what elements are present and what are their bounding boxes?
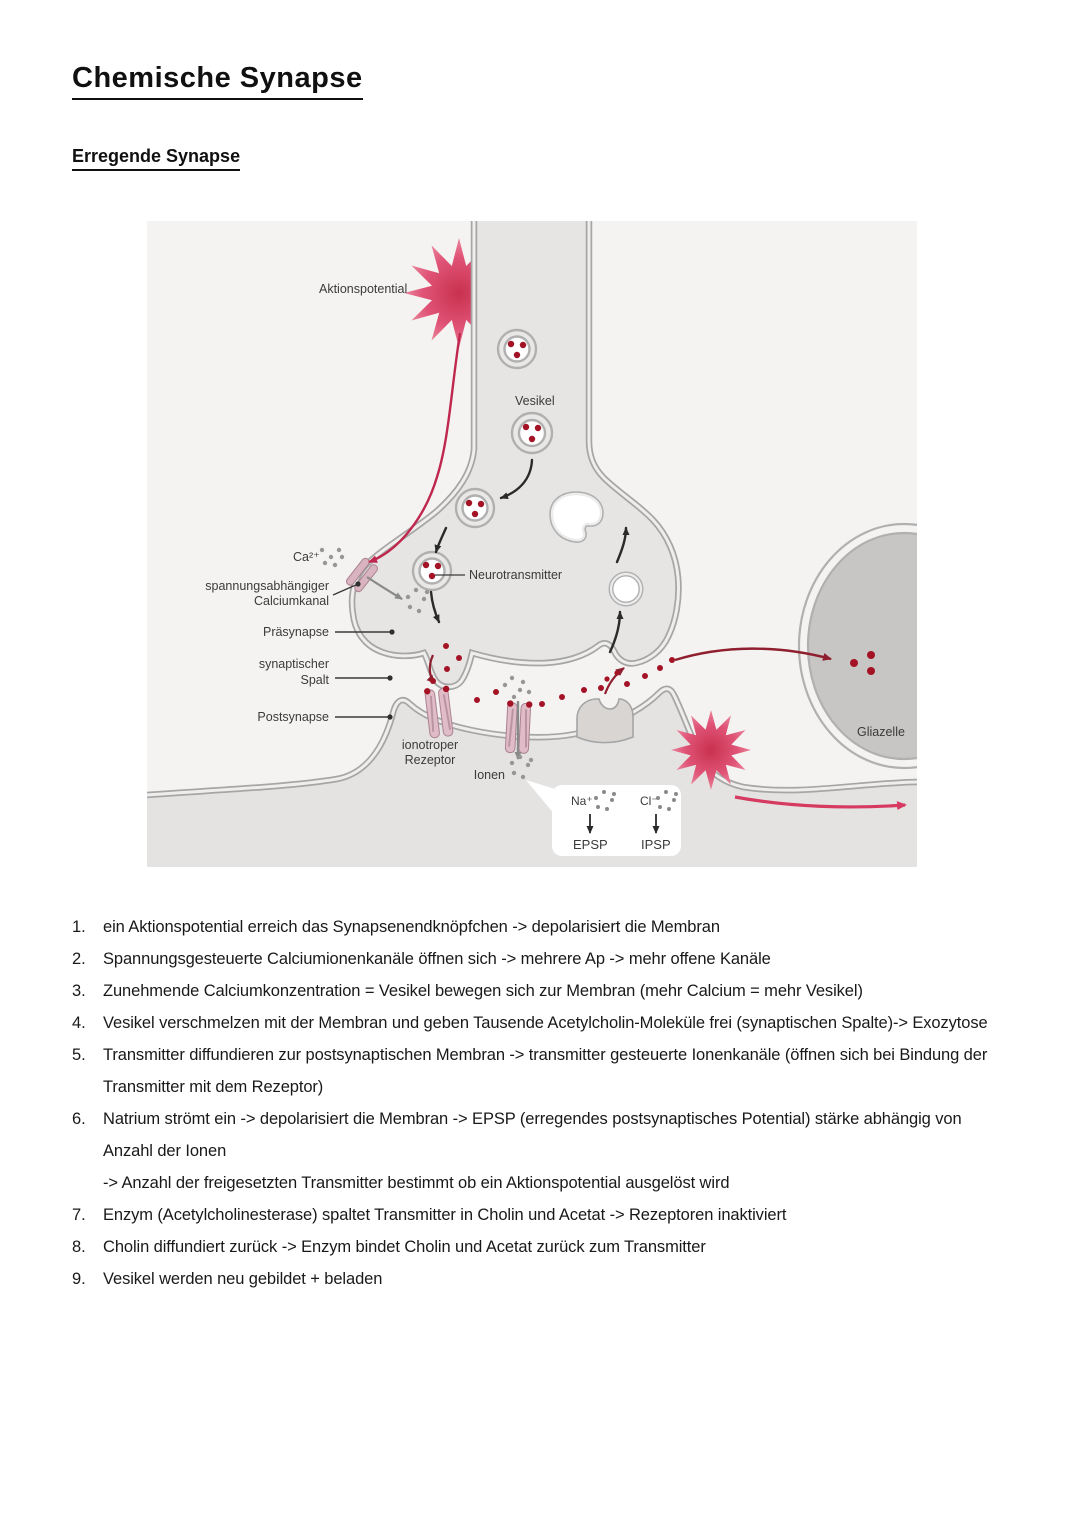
note-number: 2.	[72, 950, 86, 968]
aktionspotential-label: Aktionspotential	[319, 282, 407, 296]
note-number: 8.	[72, 1238, 86, 1256]
synapse-diagram: Na⁺ Cl⁻ EPSP IPSP Aktionspotential Vesik…	[147, 221, 917, 867]
calciumkanal-label-line2: Calciumkanal	[254, 594, 329, 608]
vesicle-cycle-arrows	[429, 458, 630, 654]
empty-vesicle-round	[608, 571, 644, 607]
epsp-label: EPSP	[573, 837, 608, 852]
note-text: Enzym (Acetylcholinesterase) spaltet Tra…	[103, 1206, 787, 1224]
note-item: 8. Cholin diffundiert zurück -> Enzym bin…	[72, 1231, 1050, 1263]
ionen-label: Ionen	[474, 768, 505, 782]
empty-vesicle-kidney	[549, 491, 604, 543]
note-item: 1. ein Aktionspotential erreich das Synap…	[72, 911, 1050, 943]
synaptischer-spalt-label-line1: synaptischer	[259, 657, 329, 671]
praesynapse-label: Präsynapse	[263, 625, 329, 639]
note-number: 4.	[72, 1014, 86, 1032]
reuptake-arrow	[603, 667, 625, 695]
ionotropic-receptor	[504, 700, 533, 754]
note-text: Vesikel werden neu gebildet + beladen	[103, 1270, 383, 1288]
page-title: Chemische Synapse	[72, 62, 363, 100]
signal-propagation-arrow	[734, 795, 907, 811]
ionotropic-receptor	[424, 685, 454, 739]
notes-list: 1. ein Aktionspotential erreich das Synap…	[72, 911, 1050, 1295]
note-item: 9. Vesikel werden neu gebildet + beladen	[72, 1263, 1050, 1295]
neurotransmitter-label: Neurotransmitter	[469, 568, 562, 582]
label-pointer-dots	[355, 581, 395, 720]
note-number: 3.	[72, 982, 86, 1000]
note-item: 3. Zunehmende Calciumkonzentration = Vesi…	[72, 975, 1050, 1007]
cl-label: Cl⁻	[640, 794, 658, 808]
na-label: Na⁺	[571, 794, 593, 808]
calcium-channel	[346, 557, 378, 593]
enzyme-shape	[576, 698, 634, 744]
ipsp-label: IPSP	[641, 837, 671, 852]
ion-effect-callout: Na⁺ Cl⁻ EPSP IPSP	[526, 780, 681, 856]
postsynapse-label: Postsynapse	[257, 710, 329, 724]
glia-uptake-arrow	[674, 647, 832, 662]
note-number: 1.	[72, 918, 86, 936]
note-item: 2. Spannungsgesteuerte Calciumionenkanäle…	[72, 943, 1050, 975]
note-text: Zunehmende Calciumkonzentration = Vesike…	[103, 982, 863, 1000]
note-text: ein Aktionspotential erreich das Synapse…	[103, 918, 720, 936]
note-text: Cholin diffundiert zurück -> Enzym binde…	[103, 1238, 706, 1256]
note-item: 4. Vesikel verschmelzen mit der Membran u…	[72, 1007, 1050, 1039]
note-text: Natrium strömt ein -> depolarisiert die …	[103, 1110, 962, 1192]
note-item: 6. Natrium strömt ein -> depolarisiert di…	[72, 1103, 1050, 1199]
action-potential-arrow	[368, 332, 462, 564]
note-text: Vesikel verschmelzen mit der Membran und…	[103, 1014, 988, 1032]
note-number: 5.	[72, 1046, 86, 1064]
note-text: Transmitter diffundieren zur postsynapti…	[103, 1046, 988, 1096]
epsp-burst	[671, 710, 751, 790]
gliazelle-label: Gliazelle	[857, 725, 905, 739]
vesicle	[454, 487, 496, 529]
vesicle	[496, 328, 538, 370]
label-pointer-lines	[332, 574, 465, 718]
note-item: 7. Enzym (Acetylcholinesterase) spaltet T…	[72, 1199, 1050, 1231]
note-number: 6.	[72, 1110, 86, 1128]
note-number: 7.	[72, 1206, 86, 1224]
vesicle-neurotransmitter	[411, 550, 453, 592]
calcium-influx-arrow	[366, 576, 403, 600]
note-item: 5. Transmitter diffundieren zur postsynap…	[72, 1039, 1050, 1103]
ion-dots	[319, 547, 534, 780]
note-text: Spannungsgesteuerte Calciumionenkanäle ö…	[103, 950, 771, 968]
note-number: 9.	[72, 1270, 86, 1288]
action-potential-burst	[404, 238, 514, 348]
glia-cell	[797, 522, 917, 770]
neurotransmitter-dots	[430, 643, 875, 707]
page-subtitle: Erregende Synapse	[72, 146, 241, 171]
ca-label: Ca²⁺	[293, 550, 320, 564]
rezeptor-label-line1: ionotroper	[402, 738, 458, 752]
vesikel-label: Vesikel	[515, 394, 555, 408]
synaptischer-spalt-label-line2: Spalt	[301, 673, 330, 687]
postsynapse-shape	[147, 685, 917, 867]
vesicle	[510, 411, 554, 455]
rezeptor-label-line2: Rezeptor	[405, 753, 456, 767]
calciumkanal-label-line1: spannungsabhängiger	[205, 579, 329, 593]
